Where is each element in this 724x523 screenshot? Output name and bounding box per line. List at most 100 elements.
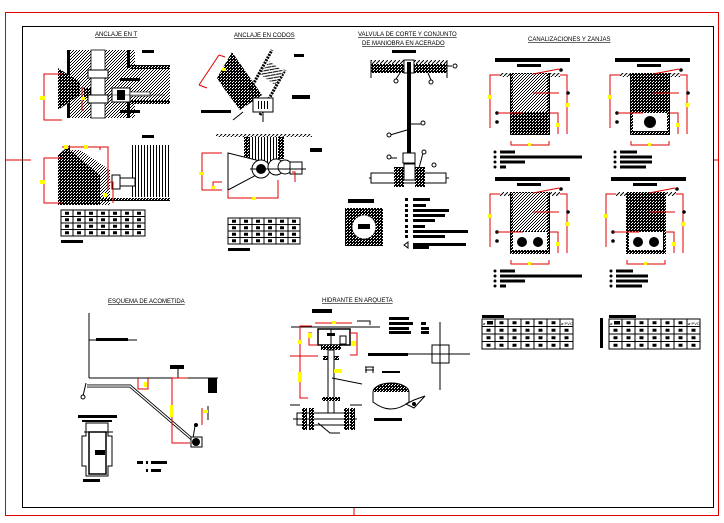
table-value bbox=[512, 336, 517, 340]
detail-valvula bbox=[345, 50, 468, 249]
table-value bbox=[538, 328, 543, 332]
table-value bbox=[292, 232, 296, 236]
table-value bbox=[125, 218, 129, 222]
table-value bbox=[626, 328, 631, 332]
table-value bbox=[665, 328, 670, 332]
table-header: ø PVC bbox=[561, 321, 573, 326]
detail-anclaje-codos bbox=[198, 49, 322, 200]
table-value bbox=[125, 211, 129, 215]
table-value bbox=[137, 211, 141, 215]
table-zanjas-left: ø ø PVC bbox=[481, 318, 574, 350]
table-value bbox=[626, 321, 631, 325]
table-value bbox=[538, 321, 543, 325]
table-value bbox=[65, 218, 69, 222]
titles: ANCLAJE EN T ANCLAJE EN CODOS VALVULA DE… bbox=[95, 32, 610, 305]
detail-acometida bbox=[78, 313, 218, 482]
table-value bbox=[486, 336, 491, 340]
detail-canalizaciones bbox=[488, 58, 690, 288]
table-value bbox=[551, 328, 556, 332]
table-zanjas-right: ø ø PVC bbox=[608, 318, 701, 350]
table-value bbox=[538, 343, 543, 347]
title-acometida: ESQUEMA DE ACOMETIDA bbox=[108, 299, 185, 305]
table-anclaje-codos bbox=[227, 217, 301, 245]
table-value bbox=[268, 219, 272, 223]
table-value bbox=[113, 211, 117, 215]
table-value bbox=[232, 219, 236, 223]
table-value bbox=[280, 219, 284, 223]
table-value bbox=[613, 336, 618, 340]
table-value bbox=[89, 211, 93, 215]
table-value bbox=[525, 328, 530, 332]
trench-section bbox=[608, 58, 690, 169]
table-value bbox=[244, 239, 248, 243]
table-value bbox=[125, 231, 129, 235]
table-value bbox=[268, 239, 272, 243]
table-header: ø bbox=[483, 321, 486, 326]
detail-hidrante bbox=[290, 309, 470, 434]
table-value bbox=[512, 328, 517, 332]
table-value bbox=[551, 343, 556, 347]
table-value bbox=[652, 343, 657, 347]
table-value bbox=[244, 232, 248, 236]
table-value bbox=[89, 231, 93, 235]
table-value bbox=[512, 343, 517, 347]
table-value bbox=[678, 321, 683, 325]
trench-section bbox=[604, 177, 686, 288]
title-anclaje-codos: ANCLAJE EN CODOS bbox=[234, 33, 295, 39]
table-value bbox=[691, 328, 696, 332]
table-value bbox=[292, 239, 296, 243]
table-value bbox=[89, 224, 93, 228]
table-value bbox=[678, 343, 683, 347]
table-value bbox=[639, 336, 644, 340]
table-value bbox=[564, 328, 569, 332]
table-value bbox=[652, 328, 657, 332]
table-value bbox=[137, 231, 141, 235]
table-value bbox=[486, 343, 491, 347]
detail-anclaje-t bbox=[40, 49, 170, 205]
table-value bbox=[551, 336, 556, 340]
table-value bbox=[113, 218, 117, 222]
table-value bbox=[125, 224, 129, 228]
table-value bbox=[280, 226, 284, 230]
table-value bbox=[551, 321, 556, 325]
table-value bbox=[512, 321, 517, 325]
table-value bbox=[256, 219, 260, 223]
table-value bbox=[525, 343, 530, 347]
table-header: ø PVC bbox=[688, 321, 700, 326]
table-value bbox=[280, 239, 284, 243]
table-value bbox=[65, 224, 69, 228]
table-value bbox=[613, 328, 618, 332]
table-zanjas-right-label bbox=[609, 315, 636, 318]
title-valvula-line1: VALVULA DE CORTE Y CONJUNTO bbox=[358, 32, 457, 38]
table-value bbox=[65, 231, 69, 235]
table-value bbox=[652, 321, 657, 325]
table-value bbox=[256, 226, 260, 230]
table-value bbox=[101, 231, 105, 235]
table-value bbox=[77, 224, 81, 228]
title-canalizaciones: CANALIZACIONES Y ZANJAS bbox=[528, 37, 610, 43]
table-value bbox=[525, 336, 530, 340]
table-value bbox=[613, 343, 618, 347]
table-value bbox=[626, 336, 631, 340]
trench-section bbox=[488, 58, 582, 169]
table-value bbox=[89, 218, 93, 222]
title-hidrante: HIDRANTE EN ARQUETA bbox=[322, 298, 393, 304]
table-value bbox=[292, 219, 296, 223]
table-value bbox=[65, 211, 69, 215]
table-value bbox=[256, 232, 260, 236]
table-value bbox=[101, 211, 105, 215]
table-value bbox=[77, 211, 81, 215]
table-value bbox=[499, 343, 504, 347]
table-value bbox=[665, 343, 670, 347]
table-value bbox=[564, 336, 569, 340]
table-value bbox=[639, 343, 644, 347]
table-value bbox=[499, 321, 504, 325]
table-value bbox=[639, 328, 644, 332]
table-header: ø bbox=[610, 321, 613, 326]
table-value bbox=[678, 336, 683, 340]
table-value bbox=[691, 343, 696, 347]
table-value bbox=[77, 218, 81, 222]
table-value bbox=[292, 226, 296, 230]
table-anclaje-codos-label bbox=[228, 248, 250, 251]
table-anclaje-t bbox=[60, 209, 146, 237]
